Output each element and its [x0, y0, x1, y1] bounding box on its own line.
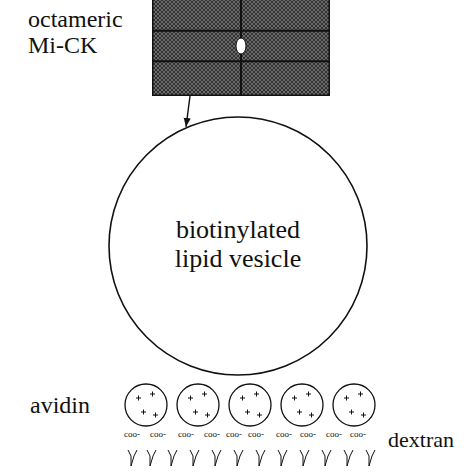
avidin-spheres	[125, 384, 375, 426]
central-channel	[236, 38, 246, 54]
subunit-division	[152, 0, 330, 96]
octamer-outline	[152, 0, 330, 96]
chemical-group: coo-	[150, 430, 166, 440]
chemical-group: coo-	[300, 430, 316, 440]
plus-symbol	[344, 392, 366, 418]
dextran-chains	[128, 450, 375, 466]
vesicle-circle-node: biotinylated lipid vesicle	[108, 116, 368, 376]
chemical-group: coo-	[248, 430, 264, 440]
avidin-sphere	[177, 384, 219, 426]
plus-symbol	[292, 392, 314, 418]
plus-symbol	[240, 392, 262, 418]
binding-arrow	[186, 96, 190, 127]
component-label: avidin	[30, 392, 90, 418]
node-label: octameric Mi-CK	[28, 6, 146, 59]
chemical-group: coo-	[204, 430, 220, 440]
component-label: dextran	[388, 428, 454, 452]
avidin-sphere	[125, 384, 167, 426]
plus-symbol	[188, 392, 210, 418]
dextran-chain	[128, 450, 375, 466]
chemical-group: coo-	[124, 430, 140, 440]
avidin-sphere	[333, 384, 375, 426]
charge-symbols	[136, 392, 366, 418]
node-label: biotinylated lipid vesicle	[158, 216, 318, 273]
octamer-body	[153, 0, 330, 95]
chemical-group: coo-	[226, 430, 242, 440]
chemical-group: coo-	[350, 430, 366, 440]
chemical-group: coo-	[276, 430, 292, 440]
avidin-sphere	[229, 384, 271, 426]
octamer-box: octameric Mi-CK	[152, 0, 330, 96]
chemical-group: coo-	[326, 430, 342, 440]
vesicle-circle	[109, 117, 367, 375]
avidin-sphere	[281, 384, 323, 426]
chemical-group: coo-	[178, 430, 194, 440]
plus-symbol	[136, 392, 158, 418]
